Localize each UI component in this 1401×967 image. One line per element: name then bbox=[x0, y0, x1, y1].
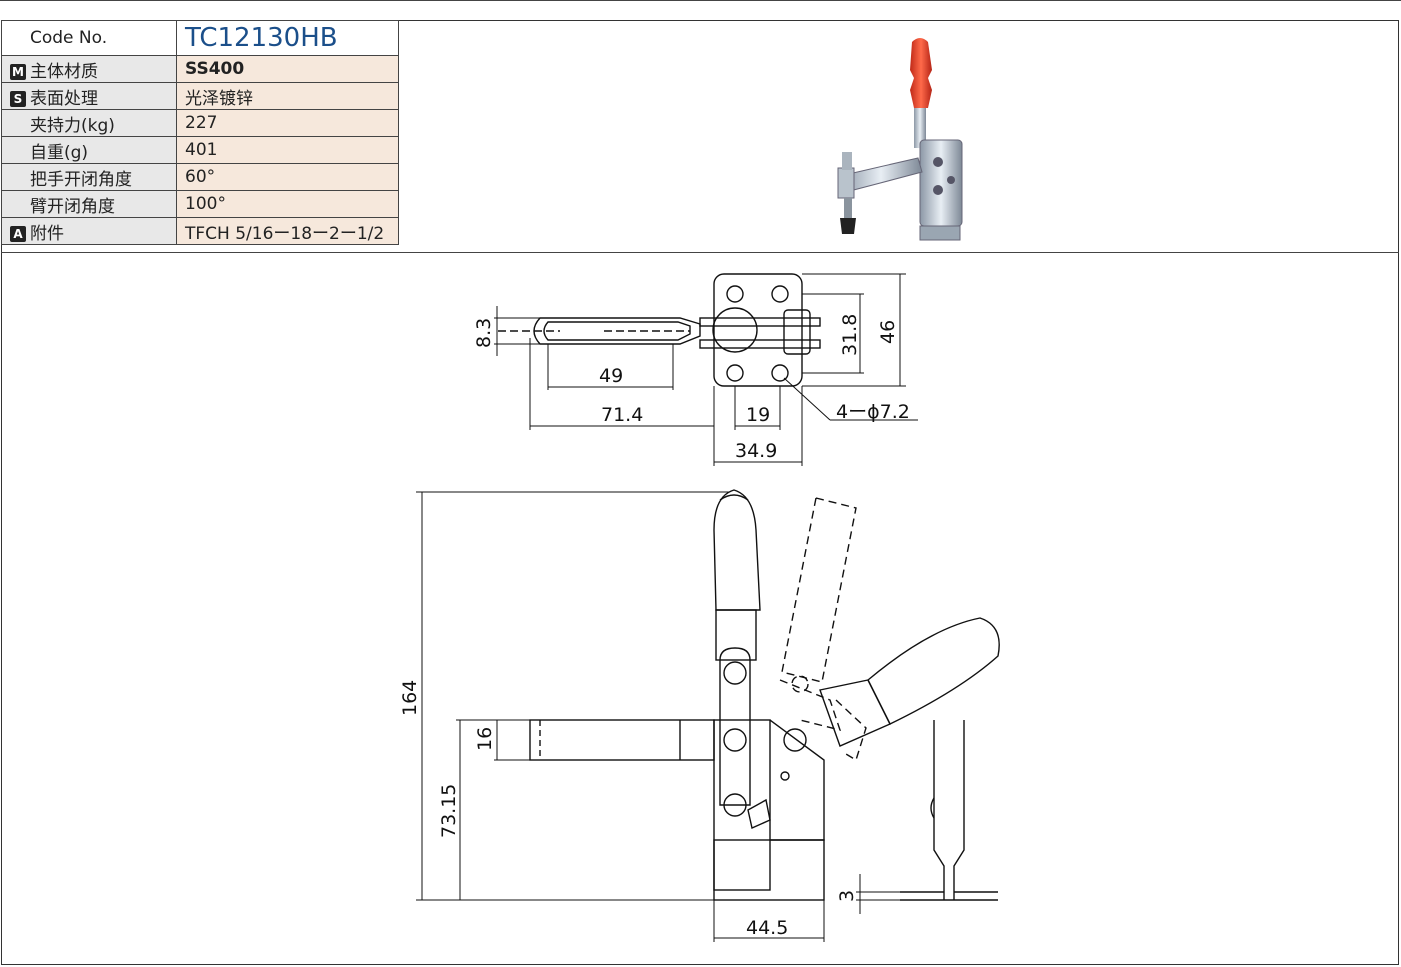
spec-row-weight: 自重(g) 401 bbox=[1, 136, 399, 164]
dim-holes: 4ーϕ7.2 bbox=[836, 401, 910, 423]
dim-49: 49 bbox=[599, 365, 623, 387]
spec-label: 主体材质 bbox=[30, 61, 98, 82]
spec-row-code: Code No. TC12130HB bbox=[1, 20, 399, 56]
dim-8-3: 8.3 bbox=[473, 318, 495, 348]
spec-value: SS400 bbox=[176, 55, 399, 83]
dim-16: 16 bbox=[474, 727, 496, 751]
spec-label: 把手开闭角度 bbox=[1, 163, 177, 191]
dim-73-15: 73.15 bbox=[438, 784, 460, 838]
dim-34-9: 34.9 bbox=[735, 440, 777, 462]
technical-drawing: 8.3 49 71.4 19 34.9 31.8 46 4ーϕ7.2 164 1… bbox=[399, 273, 1000, 942]
top-rule bbox=[0, 0, 1401, 1]
badge-a-icon: A bbox=[10, 225, 26, 242]
dim-164: 164 bbox=[399, 680, 421, 716]
spec-label: 夹持力(kg) bbox=[1, 109, 177, 137]
spec-value: 227 bbox=[176, 109, 399, 137]
side-view bbox=[416, 489, 1000, 942]
spec-row-force: 夹持力(kg) 227 bbox=[1, 109, 399, 137]
spec-label: 臂开闭角度 bbox=[1, 190, 177, 218]
dim-44-5: 44.5 bbox=[746, 917, 788, 939]
badge-s-icon: S bbox=[10, 90, 26, 107]
spec-label: 自重(g) bbox=[1, 136, 177, 164]
dim-46: 46 bbox=[877, 320, 899, 344]
rubber-tip bbox=[840, 218, 856, 234]
spec-row-arm-angle: 臂开闭角度 100° bbox=[1, 190, 399, 218]
spec-label: 附件 bbox=[30, 223, 64, 244]
spec-row-handle-angle: 把手开闭角度 60° bbox=[1, 163, 399, 191]
spec-value: 60° bbox=[176, 163, 399, 191]
page-frame bbox=[1, 20, 1399, 965]
red-grip bbox=[910, 38, 932, 108]
dim-71-4: 71.4 bbox=[601, 404, 643, 426]
dim-19: 19 bbox=[746, 404, 770, 426]
code-label: Code No. bbox=[1, 20, 177, 56]
top-view bbox=[494, 273, 918, 466]
dim-3: 3 bbox=[836, 890, 858, 902]
code-value: TC12130HB bbox=[176, 20, 399, 56]
spec-value: TFCH 5/16ー18ー2ー1/2 bbox=[176, 217, 399, 245]
spec-label: 表面处理 bbox=[30, 88, 98, 109]
badge-m-icon: M bbox=[10, 63, 26, 80]
spec-value: 光泽镀锌 bbox=[176, 82, 399, 110]
dim-31-8: 31.8 bbox=[839, 314, 861, 356]
spec-value: 100° bbox=[176, 190, 399, 218]
product-photo bbox=[837, 38, 963, 241]
section-divider bbox=[1, 252, 1399, 253]
spec-value: 401 bbox=[176, 136, 399, 164]
